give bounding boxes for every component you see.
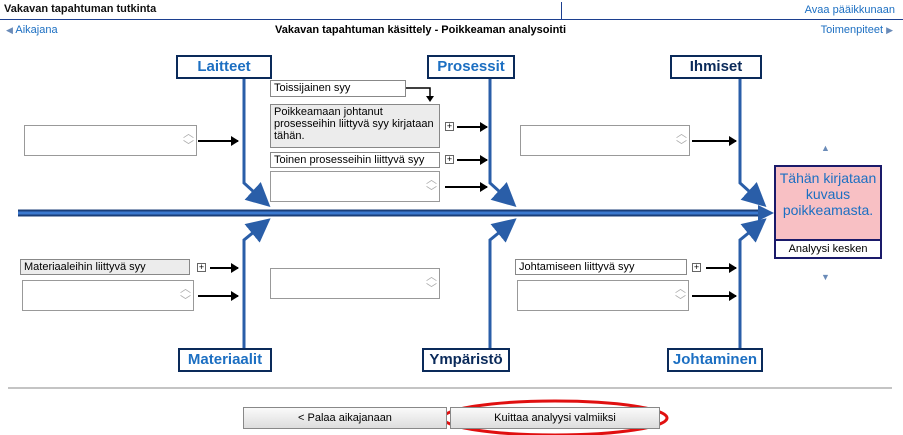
arrow-icon bbox=[198, 291, 239, 301]
equipment-cause-input[interactable]: ︿﹀ bbox=[24, 125, 197, 156]
triangle-left-icon: ◀ bbox=[6, 25, 13, 35]
spine-arrowhead bbox=[758, 205, 774, 221]
category-prosessit: Prosessit bbox=[427, 55, 515, 79]
expand-icon[interactable]: + bbox=[445, 121, 454, 131]
arrow-icon bbox=[692, 291, 737, 301]
back-to-timeline-button[interactable]: < Palaa aikajanaan bbox=[243, 407, 447, 429]
scroll-arrows-icon[interactable]: ︿﹀ bbox=[183, 128, 194, 152]
title-bar: Vakavan tapahtuman tutkinta Avaa pääikku… bbox=[0, 0, 903, 20]
arrow-icon bbox=[445, 182, 488, 192]
people-cause-input[interactable]: ︿﹀ bbox=[520, 125, 690, 156]
analysis-status: Analyysi kesken bbox=[774, 241, 882, 259]
arrow-icon bbox=[198, 136, 239, 146]
process-second-cause-label[interactable]: Toinen prosesseihin liittyvä syy bbox=[270, 152, 440, 168]
category-ihmiset: Ihmiset bbox=[670, 55, 762, 79]
management-cause-label[interactable]: Johtamiseen liittyvä syy bbox=[515, 259, 687, 275]
arrow-icon bbox=[706, 263, 737, 273]
divider bbox=[561, 2, 562, 19]
category-johtaminen: Johtaminen bbox=[667, 348, 763, 372]
confirm-analysis-button[interactable]: Kuittaa analyysi valmiiksi bbox=[450, 407, 660, 429]
management-cause-input[interactable]: ︿﹀ bbox=[517, 280, 689, 311]
scroll-arrows-icon[interactable]: ︿﹀ bbox=[426, 174, 437, 198]
category-ymparisto: Ympäristö bbox=[422, 348, 510, 372]
window-title: Vakavan tapahtuman tutkinta bbox=[4, 3, 157, 15]
scroll-arrows-icon[interactable]: ︿﹀ bbox=[426, 271, 437, 295]
scroll-arrows-icon[interactable]: ︿﹀ bbox=[676, 128, 687, 152]
process-cause-input[interactable]: ︿﹀ bbox=[270, 171, 440, 202]
scroll-arrows-icon[interactable]: ︿﹀ bbox=[675, 283, 686, 307]
prev-link-label: Aikajana bbox=[15, 24, 58, 36]
open-main-link[interactable]: Avaa pääikkunaan bbox=[804, 4, 895, 16]
scroll-down-icon[interactable]: ▼ bbox=[821, 272, 830, 282]
prev-link[interactable]: ◀ Aikajana bbox=[6, 24, 58, 36]
process-main-cause-label[interactable]: Poikkeamaan johtanut prosesseihin liitty… bbox=[270, 104, 440, 148]
page-subtitle: Vakavan tapahtuman käsittely - Poikkeama… bbox=[275, 24, 567, 36]
category-materiaalit: Materiaalit bbox=[178, 348, 272, 372]
scroll-arrows-icon[interactable]: ︿﹀ bbox=[180, 283, 191, 307]
arrow-icon bbox=[457, 122, 488, 132]
materials-cause-label[interactable]: Materiaaleihin liittyvä syy bbox=[20, 259, 190, 275]
environment-cause-input[interactable]: ︿﹀ bbox=[270, 268, 440, 299]
arrow-icon bbox=[210, 263, 239, 273]
triangle-right-icon: ▶ bbox=[886, 25, 893, 35]
secondary-cause-label[interactable]: Toissijainen syy bbox=[270, 80, 406, 97]
arrow-icon bbox=[692, 136, 737, 146]
next-link[interactable]: Toimenpiteet ▶ bbox=[821, 24, 893, 36]
materials-cause-input[interactable]: ︿﹀ bbox=[22, 280, 194, 311]
expand-icon[interactable]: + bbox=[197, 262, 206, 272]
expand-icon[interactable]: + bbox=[445, 154, 454, 164]
scroll-up-icon[interactable]: ▲ bbox=[821, 143, 830, 153]
arrow-icon bbox=[457, 155, 488, 165]
next-link-label: Toimenpiteet bbox=[820, 24, 884, 36]
expand-icon[interactable]: + bbox=[692, 262, 701, 272]
category-laitteet: Laitteet bbox=[176, 55, 272, 79]
problem-description[interactable]: Tähän kirjataan kuvaus poikkeamasta. bbox=[774, 165, 882, 241]
